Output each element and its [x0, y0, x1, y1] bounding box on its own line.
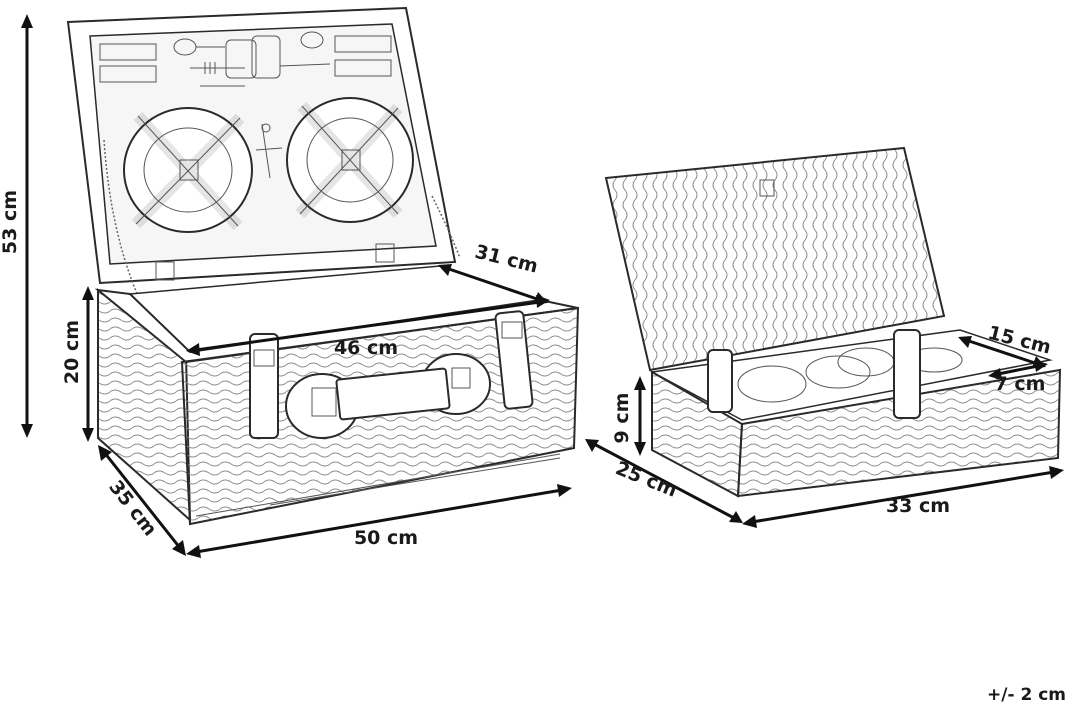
handle-icon: [285, 353, 491, 439]
large-body-height-label: 20 cm: [61, 320, 83, 384]
large-inner-width-label: 46 cm: [334, 337, 398, 359]
small-basket-lid: [604, 146, 946, 372]
small-height-label: 9 cm: [611, 393, 633, 444]
plate-left-icon: [123, 107, 253, 233]
cutlery-icon: [99, 31, 392, 87]
lid-chain-right: [431, 195, 461, 259]
small-strap-icon: [707, 329, 921, 419]
large-height-label: 53 cm: [0, 190, 21, 254]
large-picnic-basket: [66, 6, 580, 526]
strap-right-icon: [494, 310, 534, 410]
strap-left-icon: [249, 333, 279, 439]
large-width-label: 50 cm: [354, 527, 418, 549]
large-inner-depth-label: 31 cm: [473, 241, 541, 278]
corkscrew-icon: [255, 123, 283, 179]
plate-right-icon: [286, 97, 414, 223]
small-width-label: 33 cm: [886, 495, 950, 517]
small-basket-front: [736, 368, 1062, 498]
tolerance-label: +/- 2 cm: [987, 685, 1066, 705]
dimension-lines: [21, 14, 1064, 558]
small-picnic-basket: [604, 146, 1062, 498]
lid-chain-left: [103, 139, 139, 297]
small-depth-label: 25 cm: [612, 457, 680, 501]
small-inner-width-label: 7 cm: [995, 373, 1046, 395]
